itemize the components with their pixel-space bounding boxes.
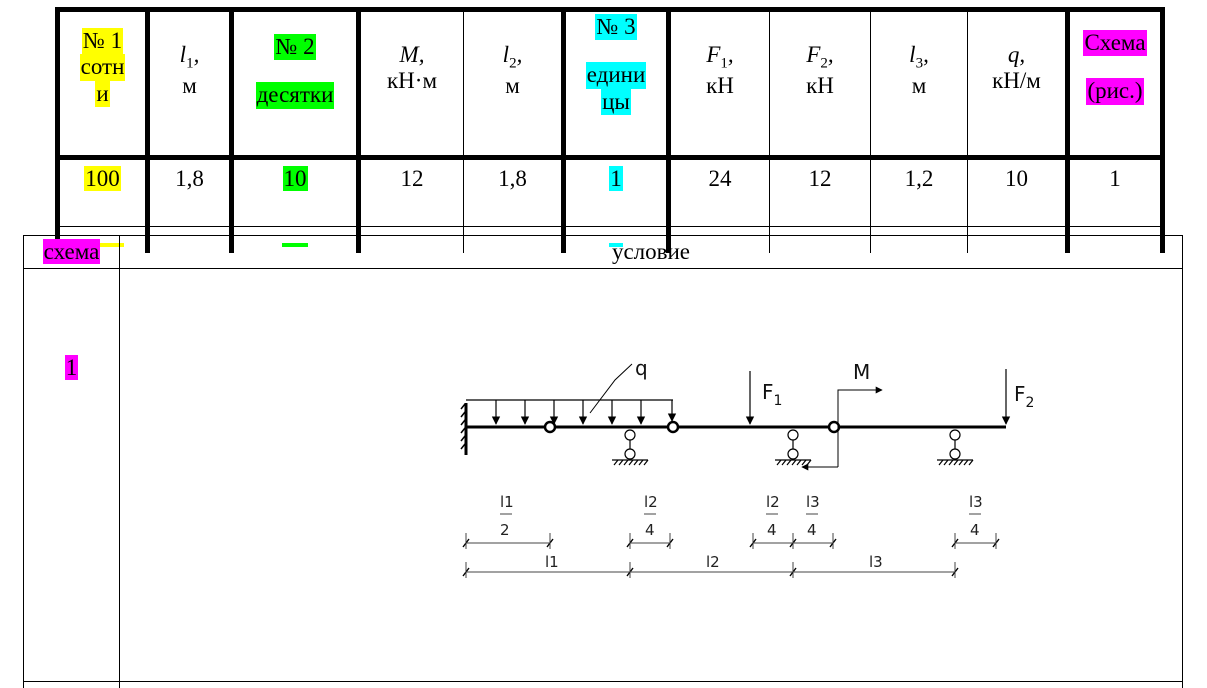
header-l3: l3, м xyxy=(871,10,968,158)
force-F2: F2 xyxy=(1006,369,1034,424)
beam-diagram: q xyxy=(120,269,1182,595)
dim-label: l3 xyxy=(806,493,820,511)
cell-M: 12 xyxy=(359,158,464,227)
scheme-column-header: схема xyxy=(24,236,120,269)
cell-F2: 12 xyxy=(770,158,871,227)
dim-label: 4 xyxy=(767,521,777,539)
header-no3: № 3 едини цы xyxy=(564,10,669,158)
header-scheme: Схема (рис.) xyxy=(1068,10,1163,158)
cell-no1: 100 xyxy=(58,158,148,227)
scheme-header-row: схема условие xyxy=(24,236,1183,269)
header-l1: l1, м xyxy=(148,10,232,158)
dim-label: l3 xyxy=(969,493,983,511)
condition-cell: q xyxy=(120,269,1183,682)
cell-scheme: 1 xyxy=(1068,158,1163,227)
hinge-icon xyxy=(668,422,678,432)
next-row-stub xyxy=(24,682,1183,688)
q-label: q xyxy=(635,356,648,380)
distributed-load-q: q xyxy=(466,356,673,424)
cell-no3: 1 xyxy=(564,158,669,227)
force-F1: F1 xyxy=(750,371,782,424)
dim-label: l3 xyxy=(869,553,883,571)
cell-l3: 1,2 xyxy=(871,158,968,227)
header-M: M, кН·м xyxy=(359,10,464,158)
dimension-labels-bottom: l1 l2 l3 xyxy=(545,553,883,571)
header-l2: l2, м xyxy=(464,10,564,158)
pin-support-icon xyxy=(775,430,811,465)
moment-M: M xyxy=(802,360,882,467)
dim-label: l1 xyxy=(500,493,514,511)
dim-label: l2 xyxy=(644,493,658,511)
scheme-row: 1 xyxy=(24,269,1183,682)
dimension-labels-top: l1 2 l2 4 l2 4 l3 4 l3 4 xyxy=(500,493,983,539)
cell-l2: 1,8 xyxy=(464,158,564,227)
dim-label: l1 xyxy=(545,553,559,571)
dim-label: 4 xyxy=(645,521,655,539)
header-q: q, кН/м xyxy=(968,10,1068,158)
header-no2: № 2 десятки xyxy=(232,10,359,158)
dim-label: l2 xyxy=(706,553,720,571)
scheme-table: схема условие 1 xyxy=(23,235,1183,688)
pin-support-icon xyxy=(937,430,973,465)
cell-F1: 24 xyxy=(669,158,770,227)
variant-table: № 1 сотн и l1, м № 2 десятки M, кН·м xyxy=(55,7,1165,253)
dim-label: 4 xyxy=(807,521,817,539)
condition-column-header: условие xyxy=(120,236,1183,269)
header-F1: F1, кН xyxy=(669,10,770,158)
pin-support-icon xyxy=(612,430,648,465)
dim-label: 2 xyxy=(500,521,510,539)
svg-text:F2: F2 xyxy=(1014,382,1034,411)
svg-text:M: M xyxy=(853,360,870,384)
dimension-lines-top xyxy=(466,533,996,549)
dim-label: l2 xyxy=(766,493,780,511)
table-row: 100 1,8 10 12 1,8 1 24 12 1,2 10 1 xyxy=(58,158,1163,227)
header-no1: № 1 сотн и xyxy=(58,10,148,158)
dim-label: 4 xyxy=(970,521,980,539)
svg-text:F1: F1 xyxy=(762,380,782,409)
cell-q: 10 xyxy=(968,158,1068,227)
cell-l1: 1,8 xyxy=(148,158,232,227)
header-F2: F2, кН xyxy=(770,10,871,158)
scheme-number: 1 xyxy=(24,269,120,682)
fixed-support-icon xyxy=(461,403,466,455)
hinge-icon xyxy=(545,422,555,432)
header-row: № 1 сотн и l1, м № 2 десятки M, кН·м xyxy=(58,10,1163,158)
cell-no2: 10 xyxy=(232,158,359,227)
